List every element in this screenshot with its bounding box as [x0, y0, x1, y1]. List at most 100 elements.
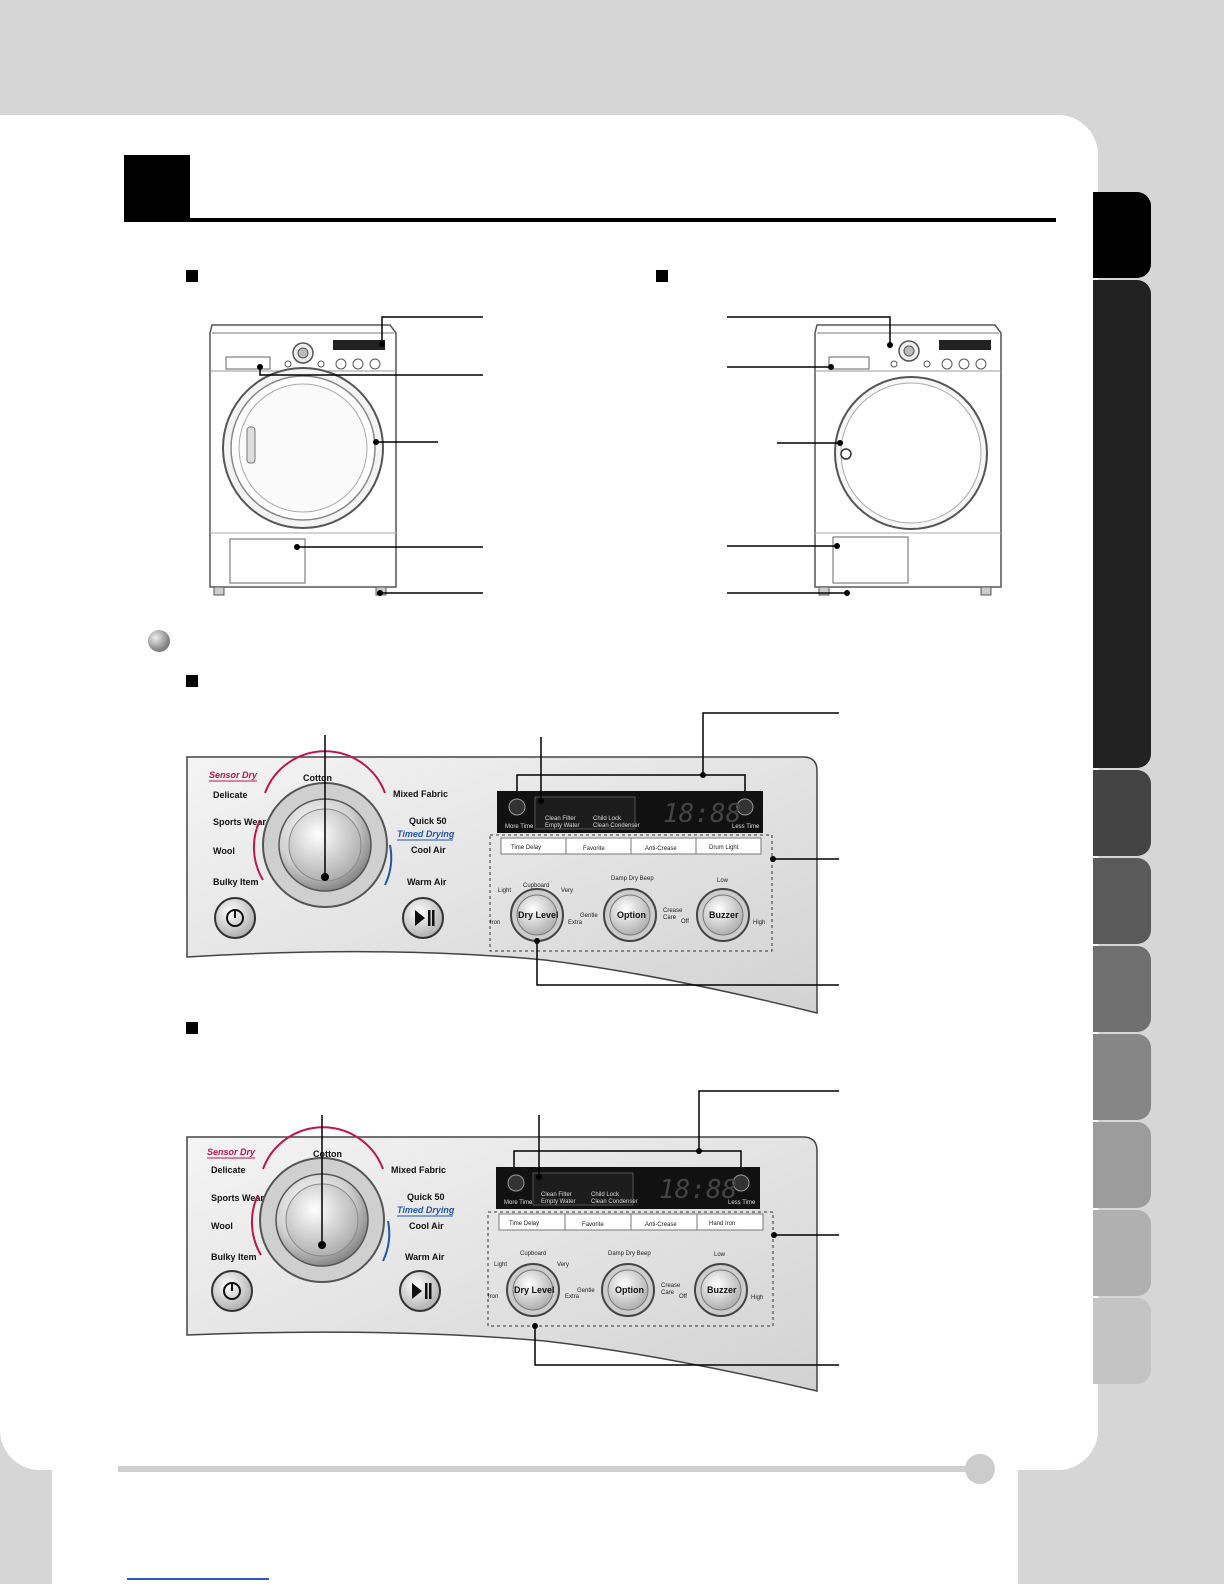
section-bullet-panel-a: [186, 675, 198, 687]
section-bullet-front-a: [186, 270, 198, 282]
dry-level-cupboard: Cupboard: [523, 883, 549, 889]
more-time-button-b[interactable]: [507, 1174, 525, 1192]
buzzer-off-b: Off: [679, 1294, 687, 1300]
option-care: Care: [663, 915, 677, 921]
title-rule: [124, 218, 1056, 222]
page-bottom-area: [52, 1460, 1018, 1584]
option-label: Option: [617, 910, 646, 920]
program-delicate: Delicate: [213, 790, 248, 800]
more-time-label: More Time: [505, 824, 534, 830]
option-crease-b: Crease: [661, 1283, 681, 1289]
program-mixed-fabric-b: Mixed Fabric: [391, 1165, 446, 1175]
chapter-tab-3[interactable]: [1093, 770, 1151, 856]
buzzer-low-b: Low: [714, 1252, 726, 1258]
program-cotton-b: Cotton: [313, 1149, 342, 1159]
time-display-b: 18:88: [659, 1175, 737, 1205]
empty-water-indicator: Empty Water: [545, 823, 579, 829]
program-delicate-b: Delicate: [211, 1165, 246, 1175]
footer-rule: [118, 1466, 973, 1472]
dry-level-label-b: Dry Level: [514, 1285, 555, 1295]
buzzer-off: Off: [681, 919, 689, 925]
chapter-tab-9[interactable]: [1093, 1298, 1151, 1384]
section-number-block: [124, 155, 190, 221]
program-sports-wear-b: Sports Wear: [211, 1193, 264, 1203]
program-sports-wear: Sports Wear: [213, 817, 266, 827]
sensor-dry-label: Sensor Dry: [209, 770, 258, 780]
option-damp-dry-beep: Damp Dry Beep: [611, 876, 654, 882]
control-panel-a: Sensor Dry Cotton Delicate Sports Wear W…: [186, 712, 839, 1014]
clean-filter-indicator-b: Clean Filter: [541, 1192, 572, 1198]
option-time-delay[interactable]: Time Delay: [511, 845, 541, 851]
buzzer-low: Low: [717, 878, 729, 884]
program-cool-air-b: Cool Air: [409, 1221, 444, 1231]
dry-level-very: Very: [561, 888, 573, 894]
program-bulky-item: Bulky Item: [213, 877, 259, 887]
control-panel-b: Sensor Dry Cotton Delicate Sports Wear W…: [186, 1090, 839, 1392]
program-quick-50: Quick 50: [409, 816, 447, 826]
chapter-tab-5[interactable]: [1093, 946, 1151, 1032]
dry-level-label: Dry Level: [518, 910, 559, 920]
chapter-tab-4[interactable]: [1093, 858, 1151, 944]
chapter-tab-2[interactable]: [1093, 280, 1151, 768]
child-lock-indicator: Child Lock: [593, 816, 622, 822]
clean-filter-indicator: Clean Filter: [545, 816, 576, 822]
program-wool-b: Wool: [211, 1221, 233, 1231]
program-cool-air: Cool Air: [411, 845, 446, 855]
clean-condenser-indicator: Clean Condenser: [593, 823, 640, 829]
option-anti-crease[interactable]: Anti-Crease: [645, 846, 677, 852]
option-care-b: Care: [661, 1290, 675, 1296]
program-mixed-fabric: Mixed Fabric: [393, 789, 448, 799]
more-time-label-b: More Time: [504, 1200, 533, 1206]
program-warm-air: Warm Air: [407, 877, 447, 887]
option-crease: Crease: [663, 908, 683, 914]
program-bulky-item-b: Bulky Item: [211, 1252, 257, 1262]
program-wool: Wool: [213, 846, 235, 856]
option-favorite[interactable]: Favorite: [583, 846, 605, 852]
dry-level-extra: Extra: [568, 920, 583, 926]
option-damp-dry-beep-b: Damp Dry Beep: [608, 1251, 651, 1257]
chapter-tab-1[interactable]: [1093, 192, 1151, 278]
chapter-tab-6[interactable]: [1093, 1034, 1151, 1120]
less-time-label-b: Less Time: [728, 1200, 756, 1206]
empty-water-indicator-b: Empty Water: [541, 1199, 575, 1205]
option-drum-light[interactable]: Drum Light: [709, 845, 739, 851]
program-cotton: Cotton: [303, 773, 332, 783]
buzzer-label-b: Buzzer: [707, 1285, 737, 1295]
timed-drying-label-b: Timed Drying: [397, 1205, 455, 1215]
program-warm-air-b: Warm Air: [405, 1252, 445, 1262]
dry-level-cupboard-b: Cupboard: [520, 1251, 546, 1257]
dry-level-extra-b: Extra: [565, 1294, 580, 1300]
buzzer-high-b: High: [751, 1295, 763, 1301]
buzzer-high: High: [753, 920, 765, 926]
dry-level-iron: Iron: [490, 920, 500, 926]
less-time-label: Less Time: [732, 824, 760, 830]
chapter-tab-8[interactable]: [1093, 1210, 1151, 1296]
dry-level-light-b: Light: [494, 1262, 507, 1268]
page-number-dot: [965, 1454, 995, 1484]
less-time-button-b[interactable]: [732, 1174, 750, 1192]
option-hand-iron-b[interactable]: Hand Iron: [709, 1221, 735, 1227]
program-quick-50-b: Quick 50: [407, 1192, 445, 1202]
dry-level-iron-b: Iron: [488, 1294, 498, 1300]
footer-link-underline: [127, 1578, 269, 1580]
option-gentle: Gentle: [580, 913, 598, 919]
buzzer-label: Buzzer: [709, 910, 739, 920]
clean-condenser-indicator-b: Clean Condenser: [591, 1199, 638, 1205]
option-label-b: Option: [615, 1285, 644, 1295]
section-bullet-panel-b: [186, 1022, 198, 1034]
less-time-button[interactable]: [736, 798, 754, 816]
subsection-bullet: [148, 630, 170, 652]
timed-drying-label: Timed Drying: [397, 829, 455, 839]
child-lock-indicator-b: Child Lock: [591, 1192, 620, 1198]
chapter-tab-7[interactable]: [1093, 1122, 1151, 1208]
option-gentle-b: Gentle: [577, 1288, 595, 1294]
time-display: 18:88: [663, 799, 741, 829]
dryer-front-illustration-a: [209, 316, 483, 596]
sensor-dry-label-b: Sensor Dry: [207, 1147, 256, 1157]
dry-level-very-b: Very: [557, 1262, 569, 1268]
option-time-delay-b[interactable]: Time Delay: [509, 1221, 539, 1227]
section-bullet-front-b: [656, 270, 668, 282]
option-favorite-b[interactable]: Favorite: [582, 1222, 604, 1228]
option-anti-crease-b[interactable]: Anti-Crease: [645, 1222, 677, 1228]
more-time-button[interactable]: [508, 798, 526, 816]
